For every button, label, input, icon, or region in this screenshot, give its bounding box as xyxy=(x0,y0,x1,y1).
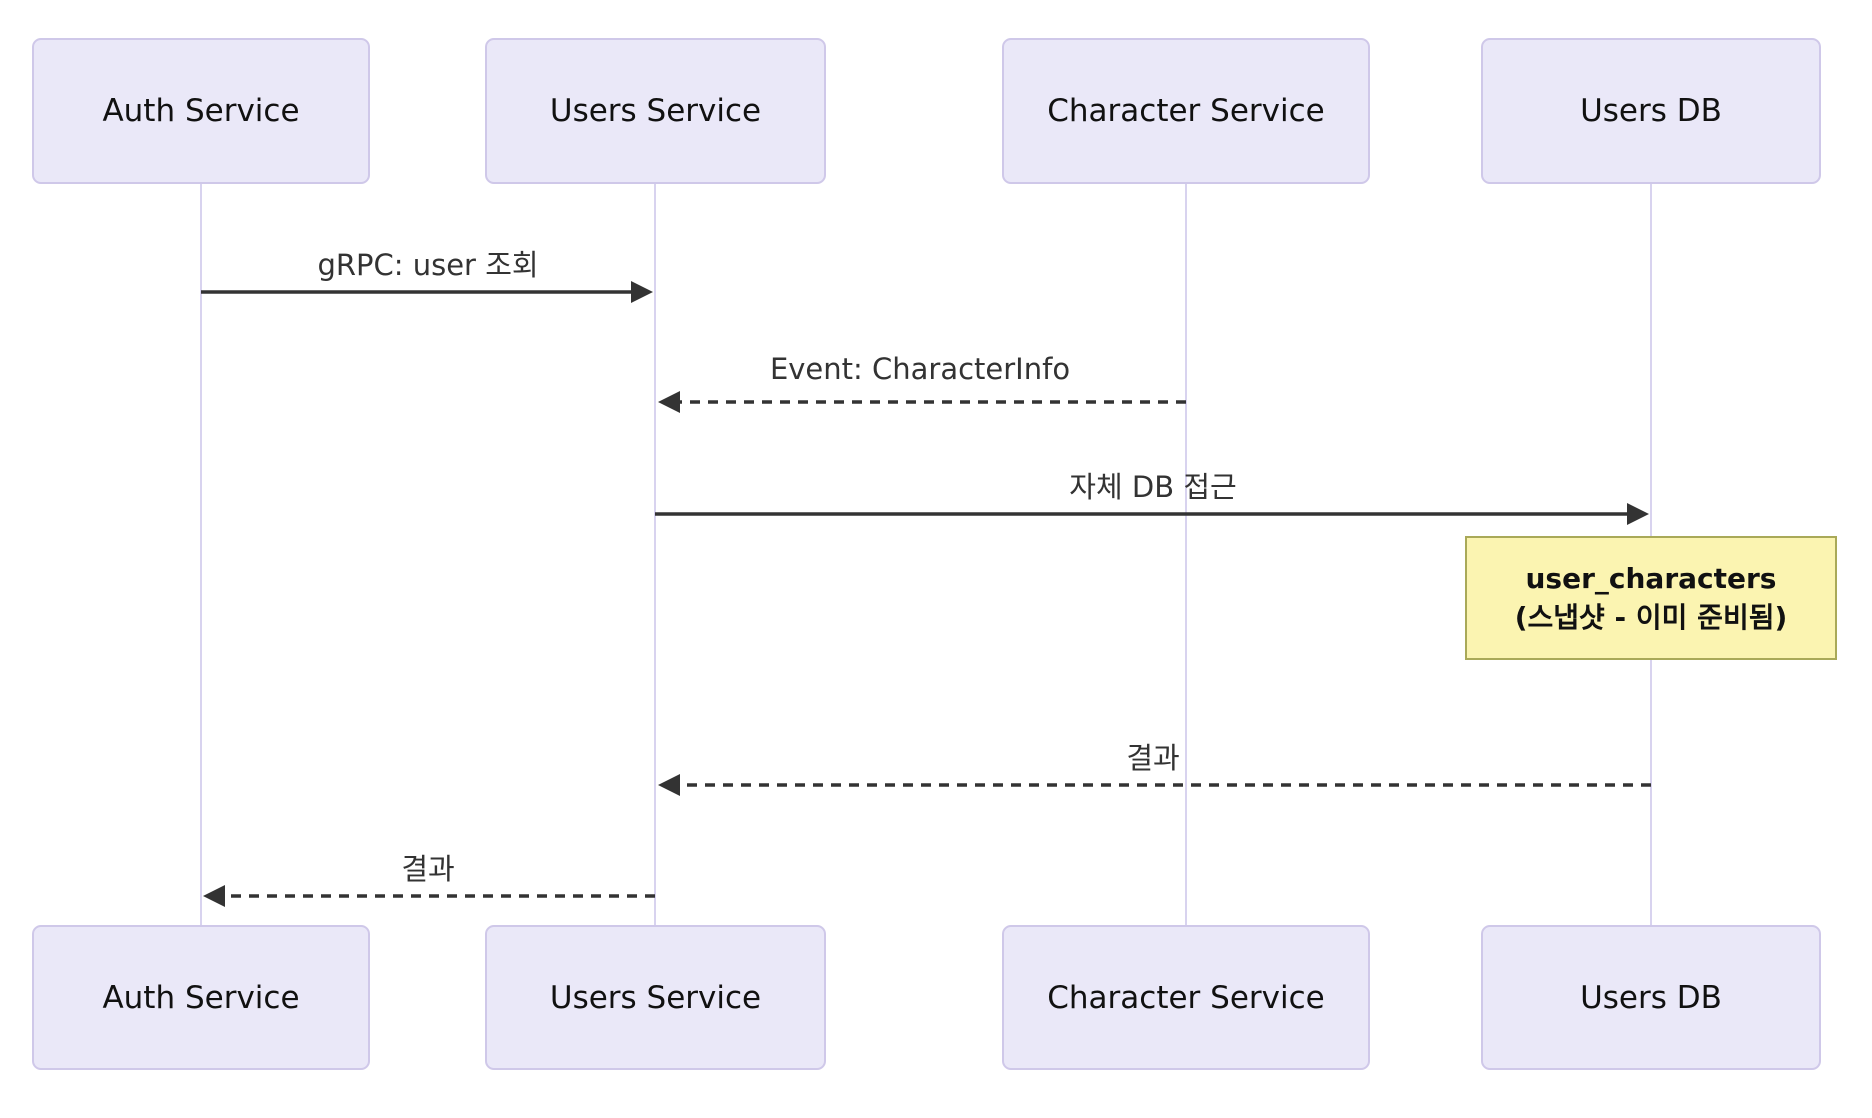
actor-bottom-character-service: Character Service xyxy=(1002,925,1370,1070)
message-1-arrowhead xyxy=(631,281,653,303)
actor-label: Character Service xyxy=(1047,93,1325,129)
actor-label: Users DB xyxy=(1580,979,1722,1016)
message-1-label: gRPC: user 조회 xyxy=(317,248,539,282)
actor-bottom-users-service: Users Service xyxy=(485,925,826,1070)
actor-top-users-db: Users DB xyxy=(1481,38,1821,184)
actor-top-users-service: Users Service xyxy=(485,38,826,184)
lifeline-character-service xyxy=(1185,184,1187,925)
actor-label: Users Service xyxy=(549,93,762,129)
message-5-label: 결과 xyxy=(401,852,455,886)
note-line-2: (스냅샷 - 이미 준비됨) xyxy=(1514,601,1788,634)
actor-top-auth-service: Auth Service xyxy=(32,38,370,184)
actor-label: Auth Service xyxy=(102,979,300,1016)
actor-top-character-service: Character Service xyxy=(1002,38,1370,184)
actor-label: Character Service xyxy=(1047,979,1325,1016)
message-4-label: 결과 xyxy=(1126,741,1180,775)
actor-bottom-users-db: Users DB xyxy=(1481,925,1821,1070)
actor-bottom-auth-service: Auth Service xyxy=(32,925,370,1070)
message-4-arrowhead xyxy=(658,774,680,796)
actor-label: Auth Service xyxy=(102,93,300,129)
lifeline-users-service xyxy=(654,184,656,925)
actor-label: Users DB xyxy=(1580,93,1722,129)
message-3-label: 자체 DB 접근 xyxy=(1069,470,1237,504)
message-2-arrowhead xyxy=(658,391,680,413)
note-over-users-db: user_characters (스냅샷 - 이미 준비됨) xyxy=(1465,536,1837,660)
actor-label: Users Service xyxy=(549,979,762,1016)
message-5-arrowhead xyxy=(203,885,225,907)
message-2-label: Event: CharacterInfo xyxy=(769,352,1071,386)
message-3-arrowhead xyxy=(1627,503,1649,525)
note-line-1: user_characters xyxy=(1525,562,1777,595)
lifeline-auth-service xyxy=(200,184,202,925)
